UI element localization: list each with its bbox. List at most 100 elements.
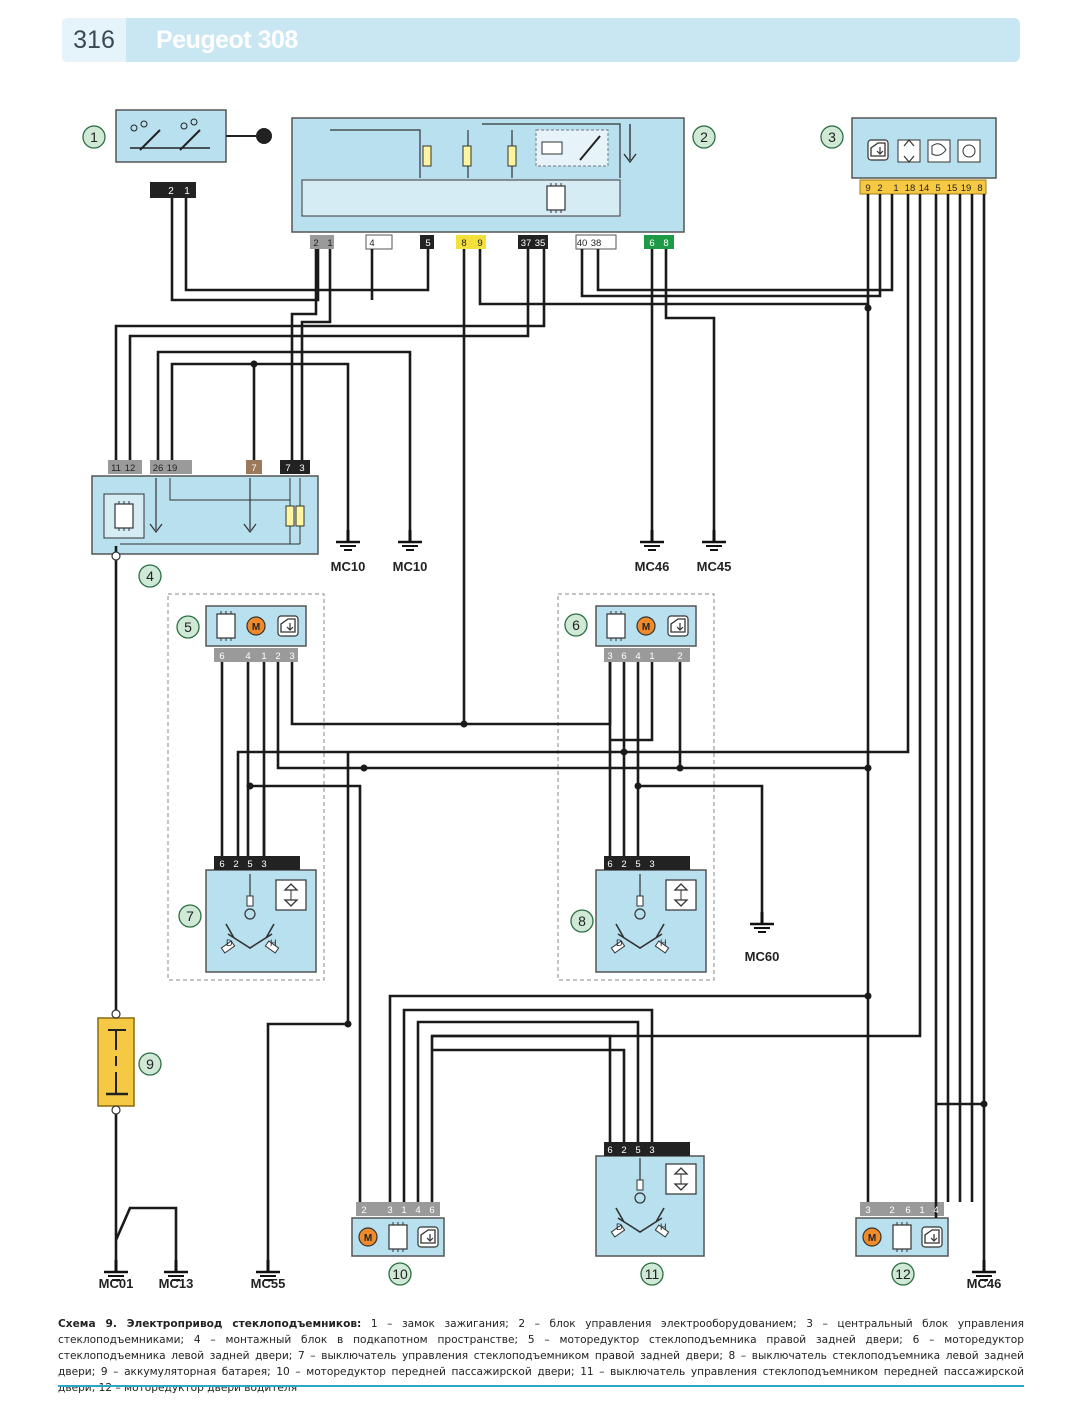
pin-label-s7: 2 <box>233 859 238 870</box>
callout-number: 2 <box>700 129 708 145</box>
pin-label-u2: 4 <box>369 238 374 249</box>
pin-label-u4: 11 <box>111 463 121 474</box>
pin-label-u4: 19 <box>167 463 178 474</box>
callout-number: 4 <box>146 568 154 584</box>
pin-label-u4: 26 <box>153 463 164 474</box>
callout-number: 6 <box>572 617 580 633</box>
callout-number: 3 <box>828 129 836 145</box>
pin-label-u2: 6 <box>649 238 654 249</box>
page-header <box>62 18 1020 62</box>
pin-label-m6: 3 <box>607 651 612 662</box>
motor-letter: M <box>364 1233 372 1244</box>
pin-label-s7: 3 <box>261 859 266 870</box>
pin-label-s11: 6 <box>607 1145 612 1156</box>
pin-label-s7: 5 <box>247 859 252 870</box>
callout-2: 2 <box>692 125 716 149</box>
pin-label-u3: 1 <box>893 183 898 194</box>
pin-label-m10: 6 <box>429 1205 434 1216</box>
pin-label: 2 <box>168 186 174 197</box>
pin-label-u2: 1 <box>327 238 332 249</box>
pin-label-u2: 8 <box>663 238 668 249</box>
callout-number: 8 <box>578 913 586 929</box>
bottom-rule <box>58 1385 1024 1387</box>
switch-letter-h: H <box>660 938 667 948</box>
switch-letter-h: H <box>270 938 277 948</box>
ground-label: MC45 <box>697 559 732 574</box>
pin-label-u2: 40 <box>577 238 588 249</box>
callout-number: 10 <box>392 1266 408 1282</box>
page-number: 316 <box>62 18 126 62</box>
pin-label-s8: 6 <box>607 859 612 870</box>
callout-11: 11 <box>640 1262 664 1286</box>
pin-label-s7: 6 <box>219 859 224 870</box>
switch-letter-h: H <box>660 1222 667 1232</box>
pin-label-m6: 4 <box>635 651 640 662</box>
pin-label-u4: 7 <box>285 463 290 474</box>
pin-label-m10: 4 <box>415 1205 420 1216</box>
motor-letter: M <box>642 622 650 633</box>
arrows-icon <box>897 139 921 163</box>
pin-label-u4: 7 <box>251 463 256 474</box>
unit2-connectors <box>310 234 674 250</box>
pin-label-u3: 8 <box>977 183 982 194</box>
pin-label-s8: 5 <box>635 859 640 870</box>
pin-label-u2: 37 <box>521 238 532 249</box>
callout-12: 12 <box>891 1262 915 1286</box>
front-passenger-window-switch: D H <box>595 1142 705 1257</box>
rear-right-door-outline <box>167 593 325 981</box>
pin-label-m10: 1 <box>401 1205 406 1216</box>
motor-letter: M <box>252 622 260 633</box>
ground-label: MC10 <box>331 559 366 574</box>
motor-letter: M <box>868 1233 876 1244</box>
pin-label-m12: 2 <box>889 1205 894 1216</box>
rear-left-door-outline <box>557 593 715 981</box>
pin-label-m6: 6 <box>621 651 626 662</box>
callout-number: 12 <box>895 1266 911 1282</box>
pin-label: 1 <box>184 186 190 197</box>
lock-icon <box>957 139 981 163</box>
pin-label-s11: 2 <box>621 1145 626 1156</box>
wires <box>114 194 986 1260</box>
ground-label: MC60 <box>745 949 780 964</box>
callout-4: 4 <box>138 564 162 588</box>
pin-label-u3: 15 <box>947 183 958 194</box>
pin-label-m5: 4 <box>245 651 250 662</box>
callout-9: 9 <box>138 1052 162 1076</box>
pin-label-m12: 4 <box>933 1205 938 1216</box>
callout-6: 6 <box>564 613 588 637</box>
pin-label-m6: 2 <box>677 651 682 662</box>
rear-right-window-motor <box>205 605 307 662</box>
callout-5: 5 <box>176 615 200 639</box>
ground-label: MC46 <box>967 1276 1002 1291</box>
rear-right-window-switch: D H <box>205 856 317 973</box>
pin-label-u2: 38 <box>591 238 602 249</box>
callout-number: 1 <box>90 129 98 145</box>
pin-label-m5: 1 <box>261 651 266 662</box>
pin-label-u3: 9 <box>865 183 870 194</box>
pin-label-m12: 1 <box>919 1205 924 1216</box>
ground-label: MC55 <box>251 1276 286 1291</box>
front-passenger-window-motor <box>351 1202 445 1257</box>
callout-8: 8 <box>570 909 594 933</box>
pin-label-m5: 2 <box>275 651 280 662</box>
callout-number: 9 <box>146 1056 154 1072</box>
rear-left-window-switch: D H <box>595 856 707 973</box>
mirror-icon <box>927 139 951 163</box>
rear-left-window-motor <box>595 605 697 662</box>
pin-label-m10: 3 <box>387 1205 392 1216</box>
book-title: Peugeot 308 <box>156 26 298 54</box>
callout-number: 7 <box>186 908 194 924</box>
ground-label: MC46 <box>635 559 670 574</box>
pin-label-u3: 18 <box>905 183 916 194</box>
pin-label-u2: 2 <box>313 238 318 249</box>
pin-label-m5: 3 <box>289 651 294 662</box>
engine-fuse-box <box>91 460 319 555</box>
pin-label-m10: 2 <box>361 1205 366 1216</box>
callout-3: 3 <box>820 125 844 149</box>
ground-label: MC13 <box>159 1276 194 1291</box>
battery-terminals <box>111 551 121 1115</box>
caption-text: 1 – замок зажигания; 2 – блок управления… <box>58 1318 1024 1394</box>
